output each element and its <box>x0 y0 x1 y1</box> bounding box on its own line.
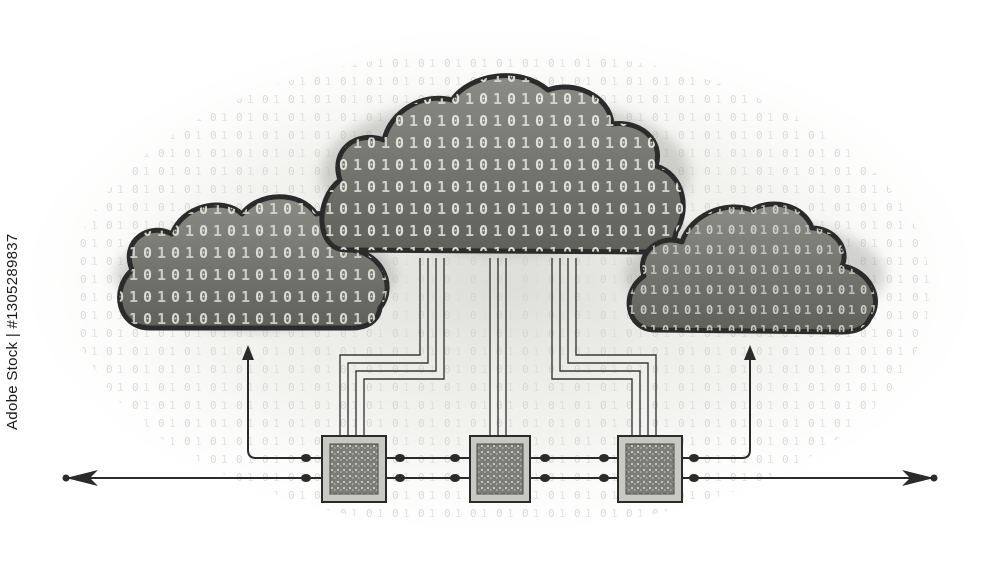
cloud-right <box>626 201 878 335</box>
connector-nodes <box>301 454 699 482</box>
chip-left <box>321 435 387 503</box>
cloud-center <box>319 73 686 255</box>
data-wires <box>339 258 657 440</box>
chip-center <box>469 435 531 503</box>
stock-watermark-text: Adobe Stock | #1305289837 <box>4 233 21 430</box>
line-end-arrows <box>62 470 938 486</box>
upload-arrows <box>247 358 751 459</box>
cloud-left <box>117 194 390 331</box>
chip-right <box>617 435 683 503</box>
arrow-up-right-icon <box>744 345 756 360</box>
arrow-up-left-icon <box>242 345 254 360</box>
